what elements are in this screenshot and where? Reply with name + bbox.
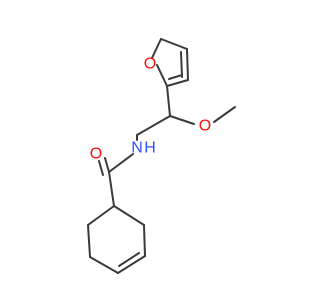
bond-furan-o-c2 (156, 64, 168, 87)
cyclohexene-ring (87, 205, 146, 274)
bond-carbonyl-double-b (98, 160, 104, 176)
bond-ring-c3-c4 (117, 255, 146, 274)
bond-furan-c5-o (151, 38, 162, 59)
molecule-canvas: O O N H O (87, 38, 236, 274)
bond-furan-c2-c3 (166, 79, 189, 87)
bond-n-to-carbonyl-c (108, 153, 134, 173)
bond-carbonyl-to-ring (108, 171, 115, 207)
carbonyl-oxygen-label: O (90, 146, 102, 163)
molecule-structure: O O N H O (87, 38, 236, 274)
bond-furan-c4-c5 (160, 38, 188, 50)
amide-hydrogen-label: H (144, 140, 156, 157)
bond-methoxy-o-to-ch3 (213, 106, 236, 123)
furan-ring (151, 38, 189, 87)
furan-oxygen-label: O (144, 56, 156, 73)
bond-ch-to-methoxy-o (169, 115, 195, 125)
bond-furan-to-ch (166, 85, 171, 117)
bond-ring-c5-c6 (87, 224, 91, 258)
bond-ring-c4-c5 (89, 256, 119, 274)
bond-ring-c1-c2 (113, 205, 145, 226)
methoxy-oxygen-label: O (199, 118, 211, 135)
bond-furan-c3-c4 (186, 48, 189, 81)
bond-carbonyl-double-a (104, 157, 110, 173)
bond-ch-to-ch2 (136, 115, 171, 136)
bond-furan-c3-c4-double (180, 51, 183, 78)
bond-ring-c6-c1 (87, 205, 115, 226)
bond-ring-c3-c4-double (118, 252, 140, 267)
amide-nitrogen-label: N (131, 140, 143, 157)
bond-furan-c2-c3-double (168, 74, 183, 80)
bond-ring-c2-c3 (143, 224, 146, 257)
